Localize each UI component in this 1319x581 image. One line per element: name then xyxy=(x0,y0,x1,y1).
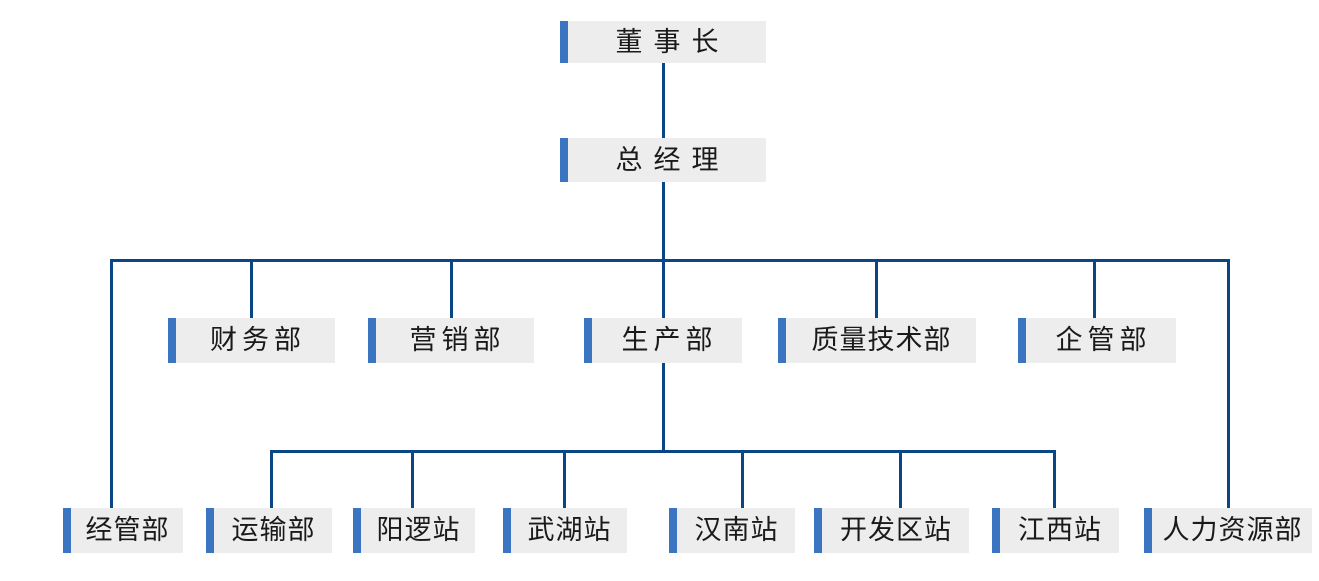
drop-operations-mgmt-dept xyxy=(110,259,113,508)
connector-gm-to-rail xyxy=(662,182,665,259)
node-label: 开发区站 xyxy=(840,515,952,545)
node-label: 生产部 xyxy=(621,325,718,355)
node-label: 汉南站 xyxy=(694,515,779,545)
node-finance-dept: 财务部 xyxy=(168,318,335,363)
node-label: 总经理 xyxy=(615,144,730,175)
node-accent-bar xyxy=(992,508,1000,553)
node-accent-bar xyxy=(560,21,568,63)
connector-production-to-rail xyxy=(662,363,665,450)
connector-chairman-to-gm xyxy=(662,63,665,138)
node-chairman: 董事长 xyxy=(560,21,766,63)
node-jiangxi-station: 江西站 xyxy=(992,508,1119,553)
node-hannan-station: 汉南站 xyxy=(669,508,795,553)
node-hr-dept: 人力资源部 xyxy=(1144,508,1312,553)
drop-jiangxi-station xyxy=(1053,450,1056,508)
node-devzone-station: 开发区站 xyxy=(814,508,969,553)
node-accent-bar xyxy=(368,318,376,363)
drop-devzone-station xyxy=(899,450,902,508)
node-label: 董事长 xyxy=(615,26,730,57)
node-wuhu-station: 武湖站 xyxy=(503,508,627,553)
drop-enterprise-mgmt-dept xyxy=(1093,259,1096,318)
node-label: 人力资源部 xyxy=(1162,515,1303,545)
rail-production-children xyxy=(270,450,1056,453)
node-label: 阳逻站 xyxy=(376,515,461,545)
drop-yangluo-station xyxy=(411,450,414,508)
node-accent-bar xyxy=(584,318,592,363)
node-marketing-dept: 营销部 xyxy=(368,318,534,363)
drop-hr-dept xyxy=(1227,259,1230,508)
node-label: 运输部 xyxy=(231,515,316,545)
node-accent-bar xyxy=(778,318,786,363)
node-transport-dept: 运输部 xyxy=(206,508,332,553)
node-accent-bar xyxy=(168,318,176,363)
node-production-dept: 生产部 xyxy=(584,318,742,363)
node-label: 质量技术部 xyxy=(811,325,952,355)
node-accent-bar xyxy=(353,508,361,553)
node-label: 企管部 xyxy=(1055,325,1152,355)
node-yangluo-station: 阳逻站 xyxy=(353,508,475,553)
node-operations-mgmt-dept: 经管部 xyxy=(63,508,183,553)
node-enterprise-mgmt-dept: 企管部 xyxy=(1018,318,1176,363)
node-accent-bar xyxy=(63,508,71,553)
node-accent-bar xyxy=(669,508,677,553)
drop-finance-dept xyxy=(250,259,253,318)
node-accent-bar xyxy=(560,138,568,182)
node-general-manager: 总经理 xyxy=(560,138,766,182)
drop-hannan-station xyxy=(741,450,744,508)
node-quality-tech-dept: 质量技术部 xyxy=(778,318,976,363)
drop-production-dept xyxy=(662,259,665,318)
node-accent-bar xyxy=(1144,508,1152,553)
node-label: 营销部 xyxy=(409,325,506,355)
rail-gm-children xyxy=(110,259,1230,262)
drop-marketing-dept xyxy=(450,259,453,318)
node-accent-bar xyxy=(814,508,822,553)
drop-quality-tech-dept xyxy=(875,259,878,318)
node-label: 江西站 xyxy=(1018,515,1102,545)
node-accent-bar xyxy=(206,508,214,553)
drop-transport-dept xyxy=(270,450,273,508)
node-label: 财务部 xyxy=(210,325,306,355)
node-label: 经管部 xyxy=(85,515,170,545)
node-accent-bar xyxy=(503,508,511,553)
drop-wuhu-station xyxy=(563,450,566,508)
node-label: 武湖站 xyxy=(527,515,612,545)
node-accent-bar xyxy=(1018,318,1026,363)
